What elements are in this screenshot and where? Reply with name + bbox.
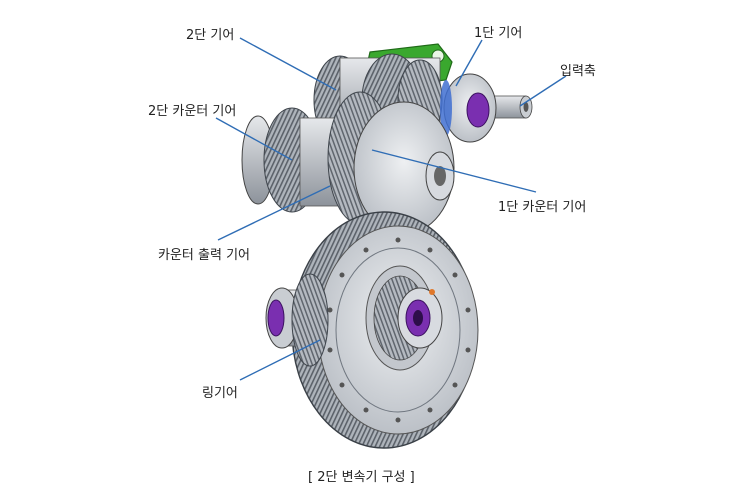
leader-gear1 bbox=[455, 39, 483, 87]
input-shaft bbox=[440, 73, 533, 143]
ring-gear bbox=[291, 211, 479, 449]
label-ring-gear: 링기어 bbox=[202, 386, 238, 401]
label-counter-output: 카운터 출력 기어 bbox=[158, 248, 250, 263]
leader-counter1 bbox=[371, 149, 537, 193]
figure-caption: [ 2단 변속기 구성 ] bbox=[308, 470, 415, 485]
leader-gear2 bbox=[239, 37, 337, 91]
leader-counter2 bbox=[215, 117, 293, 161]
leader-counter-output bbox=[217, 185, 331, 241]
leader-lines bbox=[215, 37, 567, 381]
label-gear1: 1단 기어 bbox=[474, 26, 523, 41]
label-input-shaft: 입력축 bbox=[560, 64, 596, 79]
counter-shaft-assembly bbox=[241, 91, 455, 235]
leader-input-shaft bbox=[519, 75, 567, 107]
label-counter2: 2단 카운터 기어 bbox=[148, 104, 237, 119]
label-gear2: 2단 기어 bbox=[186, 28, 235, 43]
output-bearing bbox=[265, 273, 329, 367]
label-counter1: 1단 카운터 기어 bbox=[498, 200, 587, 215]
leader-ring-gear bbox=[239, 339, 321, 381]
